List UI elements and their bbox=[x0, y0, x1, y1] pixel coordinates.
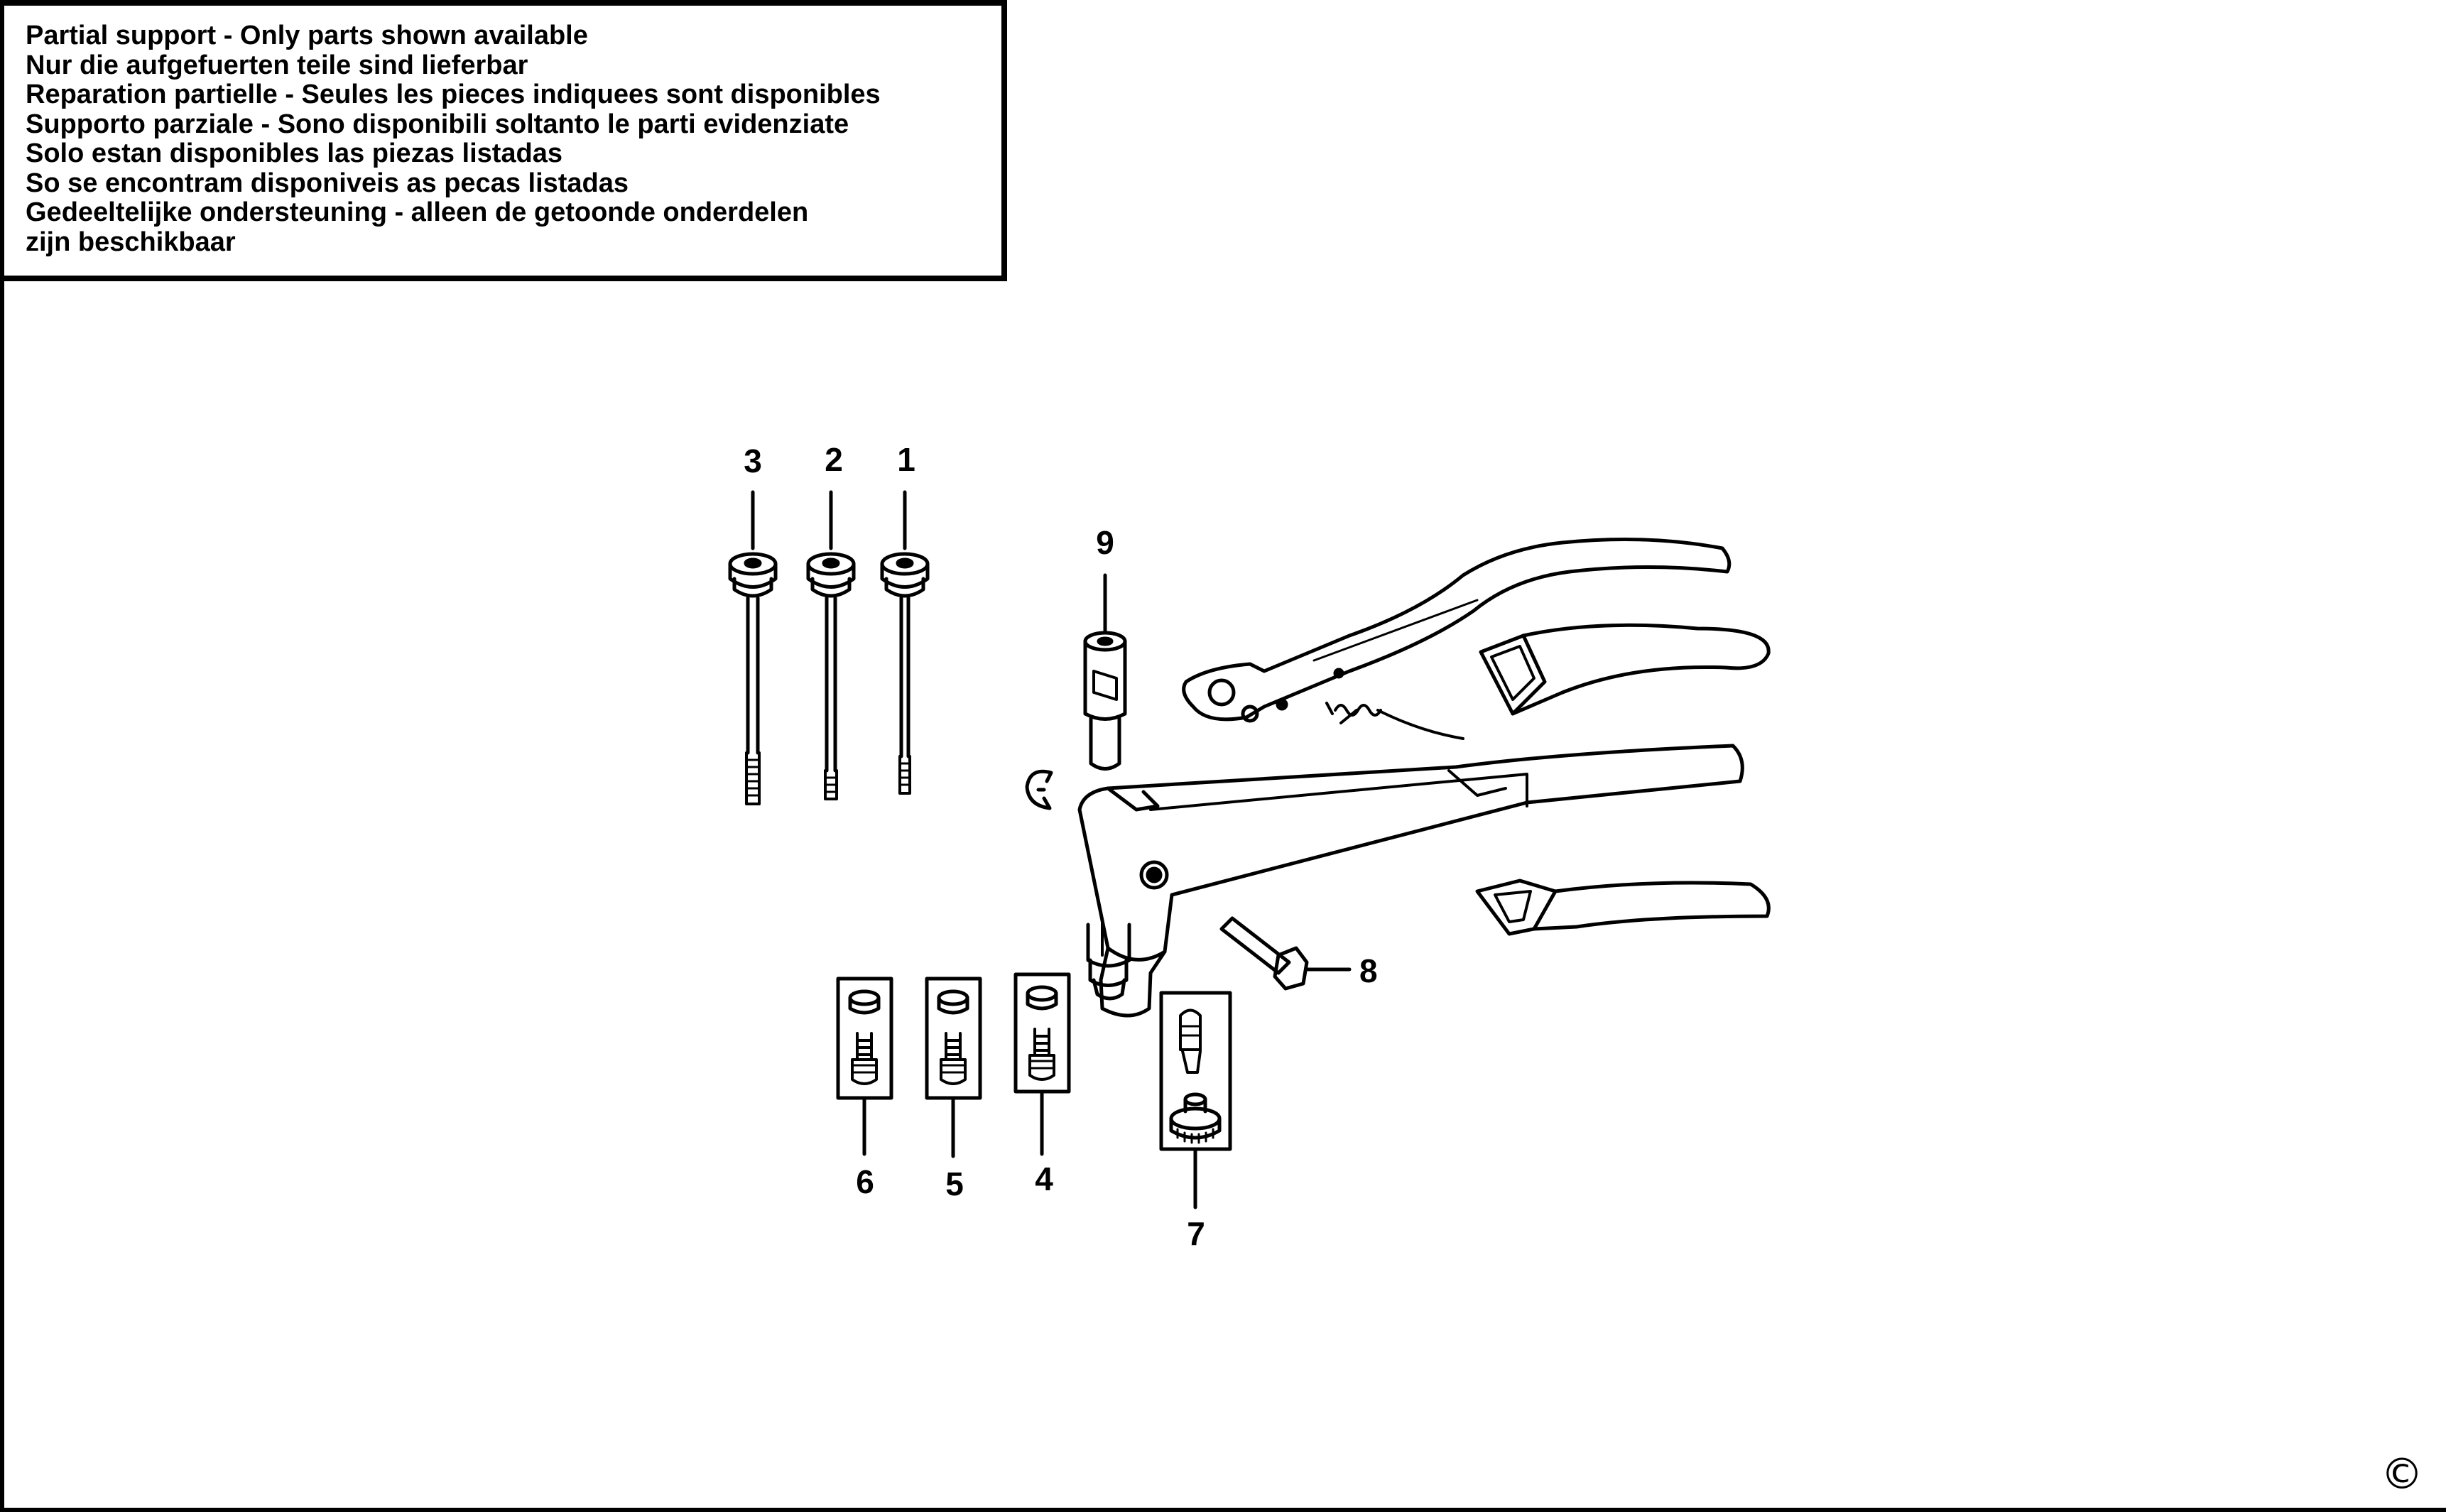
notice-line-pt: So se encontram disponiveis as pecas lis… bbox=[26, 168, 629, 198]
callout-2: 2 bbox=[825, 441, 843, 478]
upper-lever bbox=[1182, 538, 1732, 723]
mandrel-3 bbox=[728, 490, 778, 805]
notice-line-it: Supporto parziale - Sono disponibili sol… bbox=[26, 109, 849, 139]
notice-line-de: Nur die aufgefuerten teile sind lieferba… bbox=[26, 50, 528, 80]
nosepiece-set-6 bbox=[836, 977, 893, 1156]
callout-9: 9 bbox=[1096, 524, 1114, 561]
upper-grip bbox=[1479, 623, 1771, 716]
callout-8: 8 bbox=[1359, 952, 1378, 989]
rivet-tool-body bbox=[1077, 744, 1744, 1018]
sleeve-9 bbox=[1083, 573, 1127, 771]
notice-line-en: Partial support - Only parts shown avail… bbox=[26, 21, 588, 50]
notice-line-nl-2: zijn beschikbaar bbox=[26, 227, 236, 257]
nosepiece-set-4 bbox=[1013, 972, 1071, 1156]
spring bbox=[1325, 702, 1464, 740]
notice-line-nl: Gedeeltelijke ondersteuning - alleen de … bbox=[26, 197, 809, 227]
e-clip bbox=[1025, 769, 1053, 810]
callout-1: 1 bbox=[897, 441, 915, 478]
nosepiece-set-5 bbox=[925, 977, 982, 1158]
notice-line-fr: Reparation partielle - Seules les pieces… bbox=[26, 80, 881, 109]
callout-5: 5 bbox=[945, 1165, 964, 1202]
partial-support-notice: Partial support - Only parts shown avail… bbox=[0, 0, 1007, 281]
callout-4: 4 bbox=[1035, 1160, 1053, 1197]
lower-grip bbox=[1475, 879, 1771, 936]
adjuster-7 bbox=[1159, 991, 1232, 1209]
callout-3: 3 bbox=[744, 442, 762, 479]
bolt-8 bbox=[1219, 916, 1352, 991]
callout-6: 6 bbox=[856, 1163, 874, 1200]
copyright-icon: © bbox=[2381, 1450, 2423, 1499]
notice-line-es: Solo estan disponibles las piezas listad… bbox=[26, 138, 563, 168]
callout-7: 7 bbox=[1187, 1215, 1205, 1252]
nozzle bbox=[1086, 923, 1131, 1001]
mandrel-1 bbox=[880, 490, 930, 795]
mandrel-2 bbox=[806, 490, 856, 800]
